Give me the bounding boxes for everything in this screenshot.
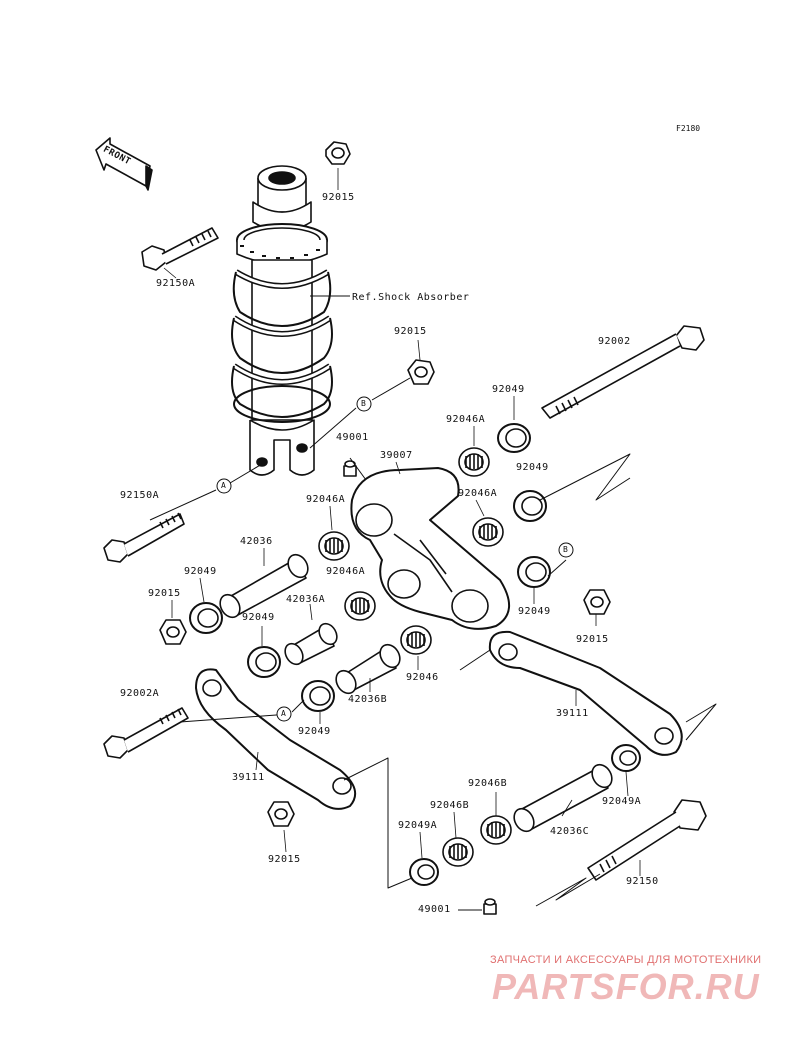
seal-92049-d xyxy=(517,556,551,588)
bearing-92046A-a xyxy=(458,447,490,477)
label-42036C: 42036C xyxy=(550,826,590,837)
label-42036: 42036 xyxy=(240,536,273,547)
label-39111-right: 39111 xyxy=(556,708,589,719)
bearing-92046A-c xyxy=(318,531,350,561)
watermark-logo: PARTSFOR.RU xyxy=(492,966,760,1007)
label-92049-f: 92049 xyxy=(298,726,331,737)
label-92150A-top: 92150A xyxy=(156,278,196,289)
label-49001-top: 49001 xyxy=(336,432,369,443)
ref-shock-absorber-label: Ref.Shock Absorber xyxy=(352,292,470,303)
bearing-92046B-a xyxy=(480,815,512,845)
callout-a-2 xyxy=(276,706,292,722)
bolt-92002 xyxy=(541,325,705,419)
shock-absorber xyxy=(231,165,333,476)
bolt-92150 xyxy=(587,799,707,881)
label-42036A: 42036A xyxy=(286,594,326,605)
label-92046A-d: 92046A xyxy=(326,566,366,577)
seal-92049-a xyxy=(497,423,531,453)
label-92049-d: 92049 xyxy=(518,606,551,617)
label-39007: 39007 xyxy=(380,450,413,461)
grease-nipple-bottom xyxy=(483,898,497,915)
bolt-92150A-top xyxy=(141,227,219,271)
seal-92049-b xyxy=(513,490,547,522)
front-arrow-icon xyxy=(95,137,153,191)
label-92049-b: 92049 xyxy=(516,462,549,473)
label-42036B: 42036B xyxy=(348,694,388,705)
watermark-tagline: ЗАПЧАСТИ И АКСЕССУАРЫ ДЛЯ МОТОТЕХНИКИ xyxy=(490,954,762,966)
bearing-92046A-b xyxy=(472,517,504,547)
assembly-lines xyxy=(149,295,717,911)
sleeve-42036 xyxy=(219,553,309,619)
label-92049A-a: 92049A xyxy=(398,820,438,831)
nut-92015-right xyxy=(583,589,611,615)
label-92049-e: 92049 xyxy=(242,612,275,623)
callout-a-1-letter: A xyxy=(221,481,226,490)
bolt-92002A xyxy=(103,707,189,759)
nut-92015-mid xyxy=(407,359,435,385)
sleeve-42036B xyxy=(335,643,401,695)
label-92015-bottom: 92015 xyxy=(268,854,301,865)
label-92002A: 92002A xyxy=(120,688,160,699)
grease-nipple-top xyxy=(343,460,357,477)
label-92046A-b: 92046A xyxy=(458,488,498,499)
label-92046A-a: 92046A xyxy=(446,414,486,425)
label-92015-top: 92015 xyxy=(322,192,355,203)
bearing-92046 xyxy=(400,625,432,655)
seal-92049-c xyxy=(189,602,223,634)
label-92150: 92150 xyxy=(626,876,659,887)
seal-92049A-b xyxy=(611,744,641,772)
label-92015-left: 92015 xyxy=(148,588,181,599)
figure-code: F2180 xyxy=(676,124,701,133)
label-92049A-b: 92049A xyxy=(602,796,642,807)
callout-a-1 xyxy=(216,478,232,494)
bearing-92046A-d xyxy=(344,591,376,621)
label-92150A-left: 92150A xyxy=(120,490,160,501)
label-92046A-c: 92046A xyxy=(306,494,346,505)
rocker-arm-39007 xyxy=(350,467,510,630)
leader-lines xyxy=(163,168,641,876)
label-92049-a: 92049 xyxy=(492,384,525,395)
callout-b-2-letter: B xyxy=(563,545,568,554)
bearing-92046B-b xyxy=(442,837,474,867)
label-92046: 92046 xyxy=(406,672,439,683)
seal-92049A-a xyxy=(409,858,439,886)
label-92046B-a: 92046B xyxy=(468,778,508,789)
nut-92015-left xyxy=(159,619,187,645)
bolt-92150A-left xyxy=(103,512,185,563)
label-92046B-b: 92046B xyxy=(430,800,470,811)
nut-92015-top xyxy=(325,141,351,165)
seal-92049-e xyxy=(247,646,281,678)
label-92015-mid: 92015 xyxy=(394,326,427,337)
tie-rod-39111-left xyxy=(195,668,357,810)
callout-b-2 xyxy=(558,542,574,558)
sleeve-42036A xyxy=(284,622,338,666)
tie-rod-39111-right xyxy=(488,630,683,756)
label-49001-bottom: 49001 xyxy=(418,904,451,915)
callout-a-2-letter: A xyxy=(281,709,286,718)
label-39111-left: 39111 xyxy=(232,772,265,783)
sleeve-42036C xyxy=(513,763,613,833)
label-92049-c: 92049 xyxy=(184,566,217,577)
callout-b-1 xyxy=(356,396,372,412)
callout-b-1-letter: B xyxy=(361,399,366,408)
nut-92015-bottom xyxy=(267,801,295,827)
label-92002: 92002 xyxy=(598,336,631,347)
label-92015-right: 92015 xyxy=(576,634,609,645)
seal-92049-f xyxy=(301,680,335,712)
